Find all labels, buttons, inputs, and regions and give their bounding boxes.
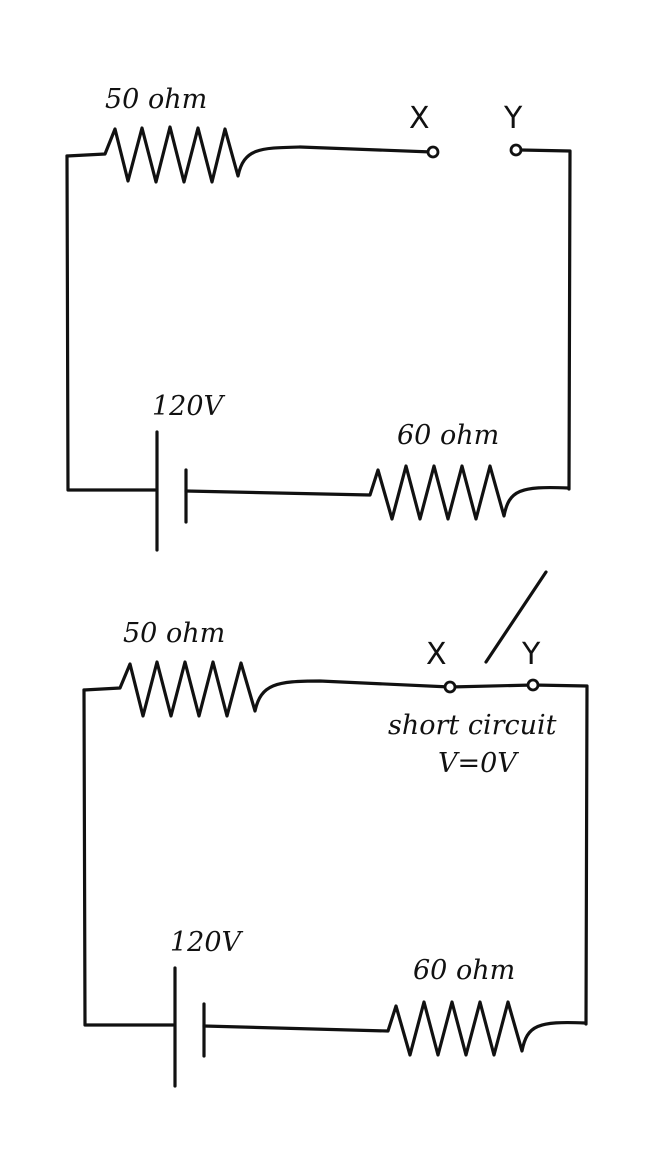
circuit-2-label-x: X [426,637,447,672]
circuit-1-resistor-50-ohm [65,125,434,184]
circuit-1-label-x: X [409,101,430,136]
circuit-2-terminal-y [526,678,540,692]
circuit-1: 50 ohm 120V 60 ohm X Y [65,84,572,552]
circuit-1-left-wire [65,154,157,492]
circuit-2-label-battery: 120V [170,927,244,958]
circuit-2-note-short-circuit: short circuit [388,710,557,741]
circuit-2-note-voltage: V=0V [438,748,519,779]
circuit-2-label-50-ohm: 50 ohm [123,618,225,649]
circuit-1-terminal-x [426,145,440,159]
circuit-1-label-battery: 120V [152,391,226,422]
circuit-1-resistor-60-ohm [184,464,570,521]
circuit-2-label-y: Y [521,637,541,672]
circuit-1-right-wire [519,148,572,491]
circuit-2-short-link [484,570,548,664]
circuit-2-resistor-60-ohm [202,1000,587,1057]
circuit-2: 50 ohm 120V 60 ohm X Y short circuit V=0… [82,570,589,1088]
circuit-2-left-wire [82,688,175,1027]
circuit-2-resistor-50-ohm [82,660,589,1026]
circuit-1-label-50-ohm: 50 ohm [105,84,207,115]
circuit-2-label-60-ohm: 60 ohm [413,955,515,986]
circuit-1-label-y: Y [503,101,523,136]
circuit-1-label-60-ohm: 60 ohm [397,420,499,451]
circuit-2-terminal-x [443,680,457,694]
